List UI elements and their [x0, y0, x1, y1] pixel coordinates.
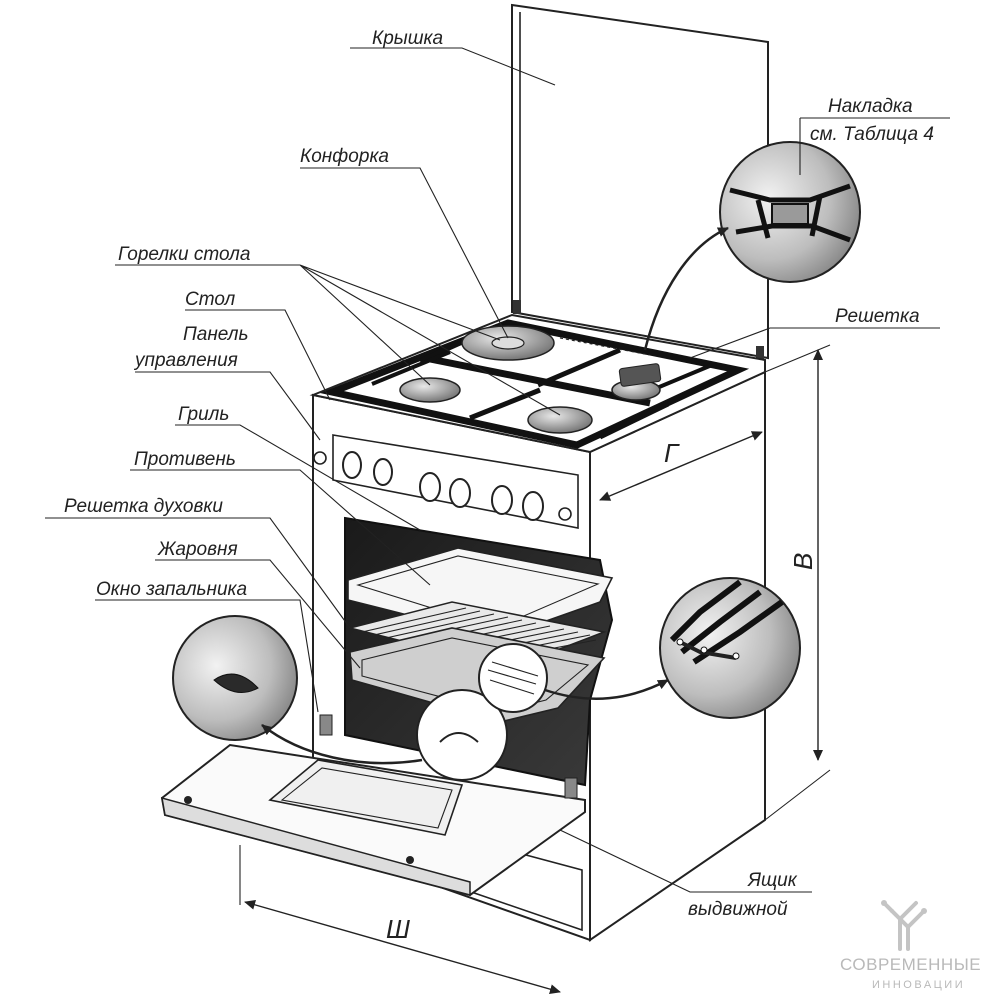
dimension-lines: [239, 344, 831, 995]
label-lid: Крышка: [372, 28, 443, 49]
label-overlay-line2: см. Таблица 4: [810, 124, 934, 145]
label-drawer-line2: выдвижной: [688, 899, 788, 920]
knob-6: [522, 491, 544, 521]
burner-front-left: [399, 377, 461, 403]
watermark-circuit-icon: [881, 900, 927, 951]
control-panel: [332, 434, 579, 529]
labels: Крышка Накладка см. Таблица 4 Конфорка Г…: [64, 28, 934, 920]
detail-overlay-circle: [719, 141, 861, 283]
oven-door-window: [268, 759, 464, 836]
detail-ignition-hole-circle: [416, 689, 508, 781]
label-control-panel-line2: управления: [133, 350, 238, 371]
knob-5: [491, 485, 513, 515]
oven-door: [160, 714, 586, 897]
label-roasting-pan: Жаровня: [157, 539, 238, 560]
knob-2: [373, 458, 393, 486]
label-oven-rack: Решетка духовки: [64, 496, 223, 517]
label-grate: Решетка: [835, 306, 920, 327]
knob-3: [419, 472, 441, 502]
detail-rack-small-circle: [478, 643, 548, 713]
burner-front-right: [527, 406, 593, 434]
lid: [511, 3, 769, 360]
width-dimension: [244, 899, 561, 995]
detail-arrows: [261, 226, 729, 765]
watermark-line2: ИННОВАЦИИ: [872, 979, 965, 991]
label-table: Стол: [185, 289, 235, 310]
grates: [319, 319, 750, 449]
label-depth: Г: [664, 438, 680, 468]
label-width: Ш: [386, 914, 410, 944]
knob-4: [449, 478, 471, 508]
label-baking-tray: Противень: [134, 449, 236, 470]
watermark-line1: СОВРЕМЕННЫЕ: [840, 955, 981, 974]
dimension-labels: Г В Ш: [386, 438, 818, 944]
detail-rack-circle: [659, 577, 801, 719]
knob-1: [342, 451, 362, 479]
label-ignition-window: Окно запальника: [96, 579, 247, 600]
label-height: В: [788, 553, 818, 570]
watermark-logo: СОВРЕМЕННЫЕ ИННОВАЦИИ: [840, 900, 981, 991]
label-control-panel-line1: Панель: [183, 324, 248, 345]
label-drawer-line1: Ящик: [747, 870, 798, 891]
table-burners: [399, 325, 662, 434]
label-overlay-line1: Накладка: [828, 96, 913, 117]
label-burner-cap: Конфорка: [300, 146, 389, 167]
leader-lines: [45, 47, 950, 893]
depth-dimension: [599, 431, 763, 501]
control-knobs: [313, 451, 572, 521]
label-table-burners: Горелки стола: [118, 244, 250, 265]
label-grill: Гриль: [178, 404, 229, 425]
detail-ignition-circle: [172, 615, 298, 741]
burner-overlay-small: [618, 363, 662, 387]
